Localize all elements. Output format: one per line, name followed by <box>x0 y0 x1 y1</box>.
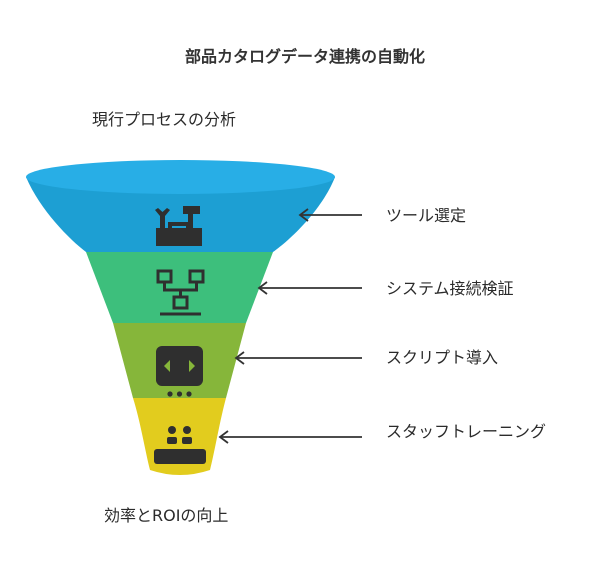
arrow-tool-selection <box>298 208 362 222</box>
script-icon <box>156 346 203 397</box>
funnel-stage-system-connection <box>86 252 273 323</box>
funnel-top-rim <box>26 160 335 194</box>
tools-icon <box>155 206 202 246</box>
funnel-bottom-label: 効率とROIの向上 <box>104 506 229 525</box>
arrow-system-connection <box>257 281 362 295</box>
stage-label-tool-selection: ツール選定 <box>386 206 467 225</box>
funnel-top-label: 現行プロセスの分析 <box>92 110 237 129</box>
stage-label-script-deployment: スクリプト導入 <box>386 348 499 367</box>
arrow-script-deployment <box>234 351 362 365</box>
network-icon <box>156 269 205 316</box>
arrow-staff-training <box>218 430 362 444</box>
diagram-title: 部品カタログデータ連携の自動化 <box>185 47 426 66</box>
stage-label-system-connection: システム接続検証 <box>386 279 514 298</box>
training-icon <box>154 426 206 464</box>
funnel-stage-tool-selection <box>26 177 335 252</box>
stage-label-staff-training: スタッフトレーニング <box>386 422 547 441</box>
